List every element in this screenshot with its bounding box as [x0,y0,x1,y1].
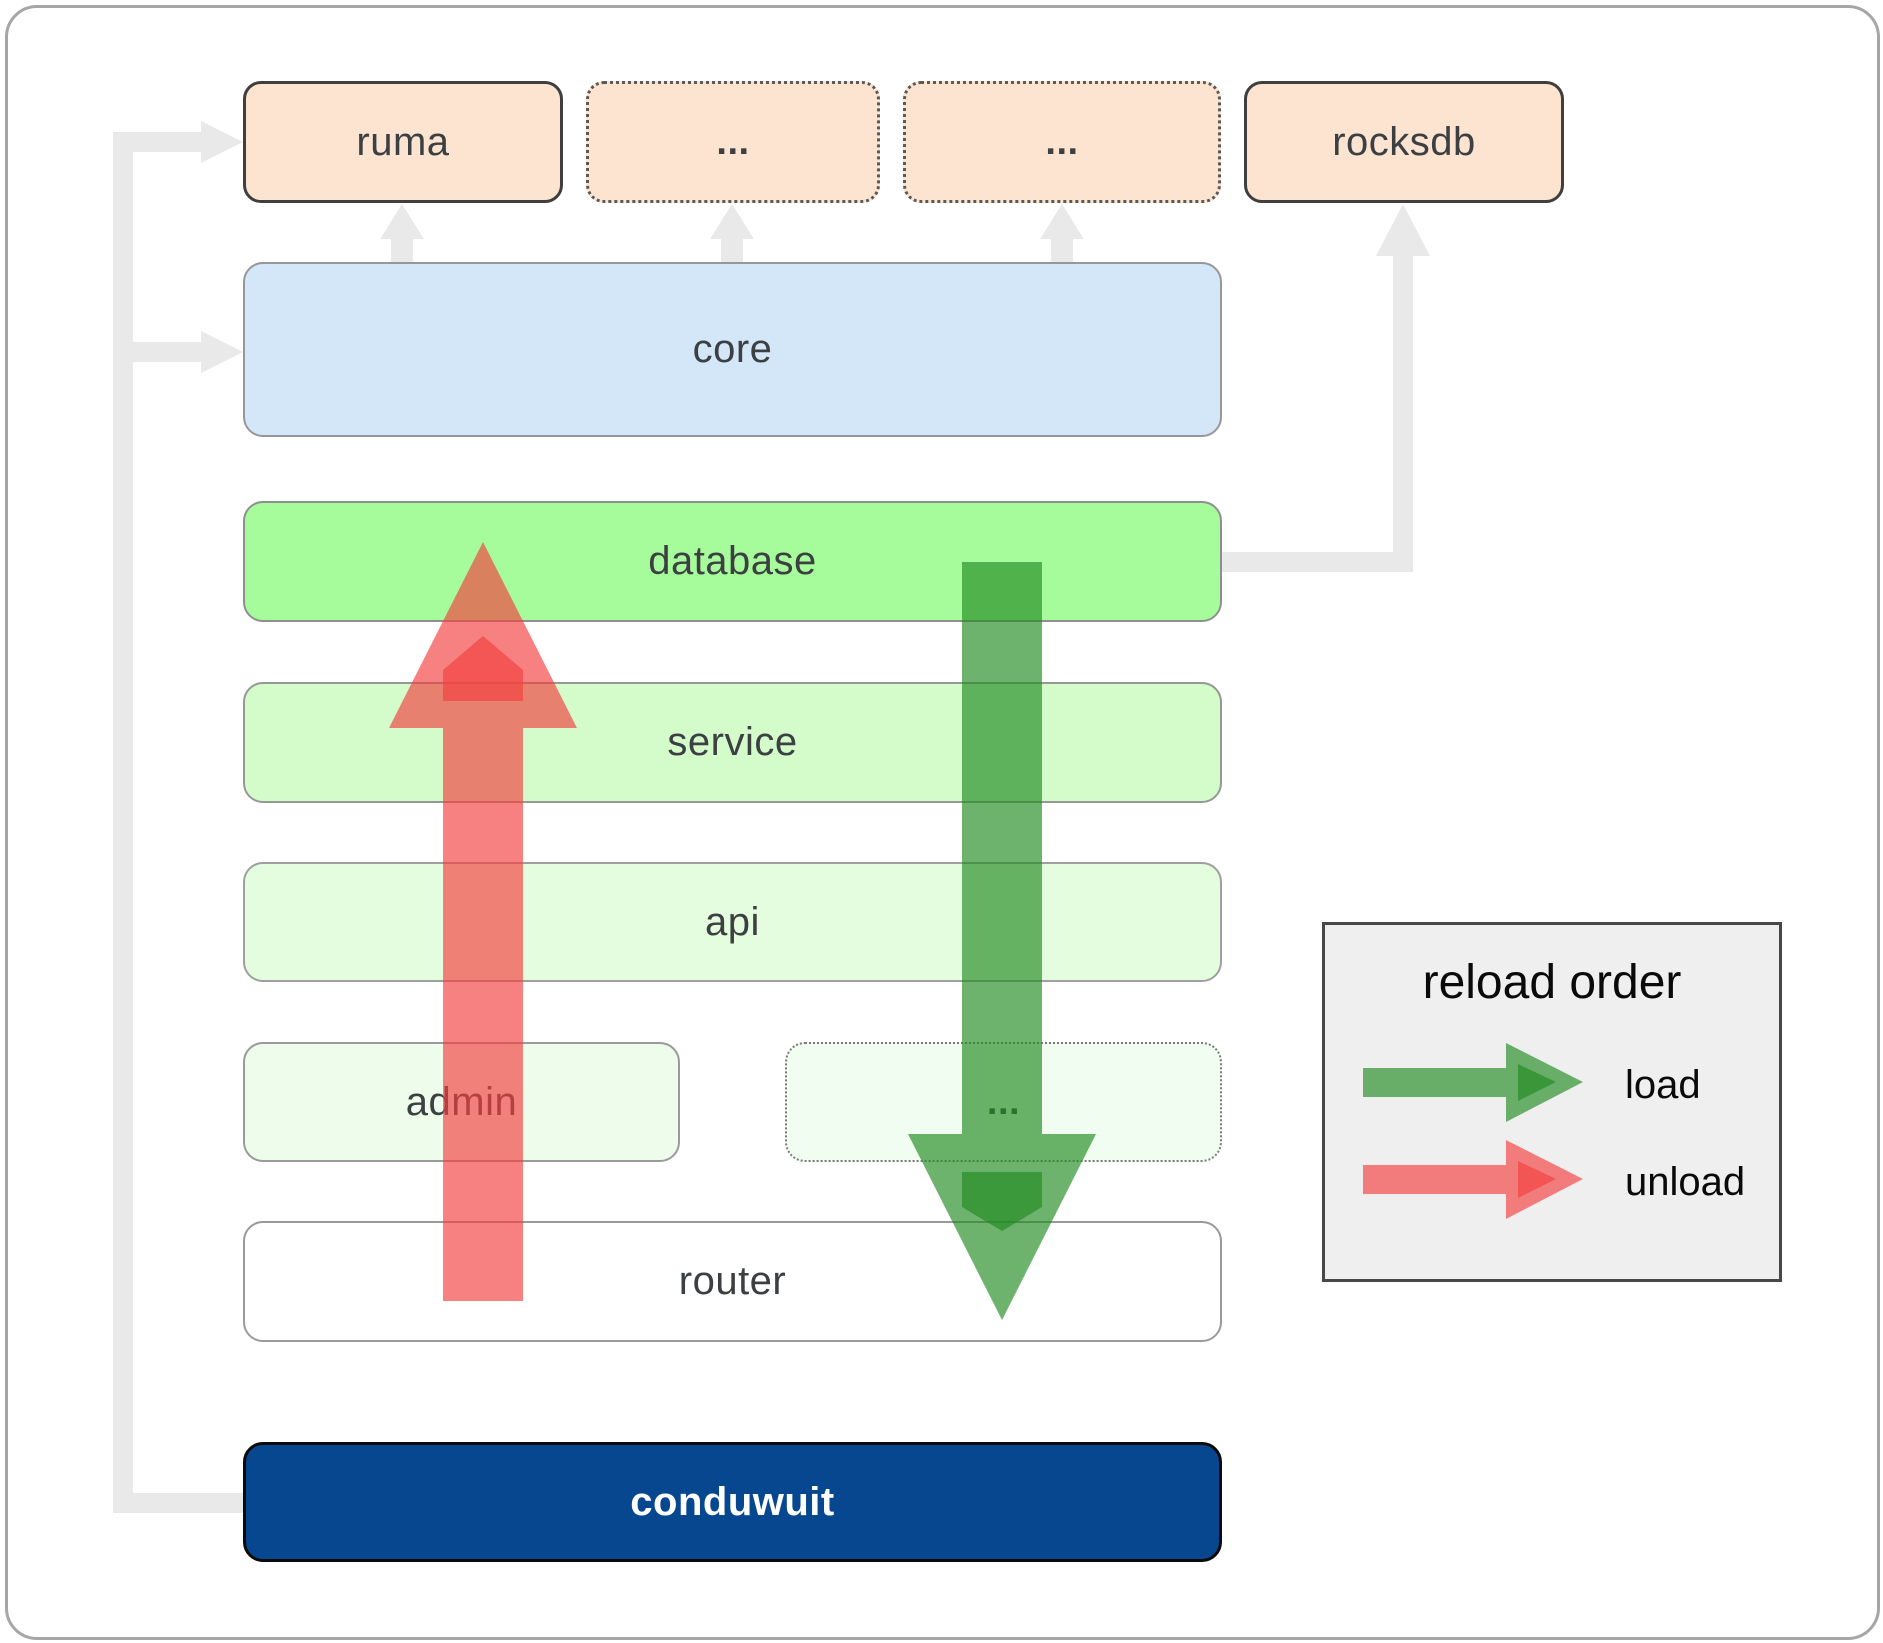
node-api-label: api [705,899,760,944]
legend-load-label: load [1625,1062,1701,1107]
node-router-label: router [678,1259,787,1303]
node-rocksdb-label: rocksdb [1332,119,1476,164]
node-conduwuit: conduwuit [243,1442,1222,1562]
node-admin: admin [243,1042,680,1162]
node-ellipsis-1: ... [586,81,880,203]
node-database-label: database [648,539,817,583]
node-service-label: service [667,720,798,764]
node-rocksdb: rocksdb [1244,81,1564,203]
node-database: database [243,501,1222,622]
node-core: core [243,262,1222,437]
node-conduwuit-label: conduwuit [630,1479,835,1524]
node-ellipsis-2: ... [903,81,1221,203]
node-service: service [243,682,1222,803]
node-core-label: core [692,327,773,371]
node-admin-label: admin [405,1079,518,1124]
node-ruma: ruma [243,81,563,203]
legend-panel: reload order load unload [1322,922,1782,1282]
node-ellipsis-2-label: ... [1045,120,1079,163]
node-ellipsis-3: ... [785,1042,1222,1162]
legend-title: reload order [1422,956,1682,1009]
node-ellipsis-1-label: ... [716,120,750,163]
node-api: api [243,862,1222,982]
node-ruma-label: ruma [356,119,450,164]
page-border [5,5,1880,1640]
legend-unload-label: unload [1625,1159,1746,1204]
node-router: router [243,1221,1222,1342]
node-ellipsis-3-label: ... [986,1080,1021,1123]
